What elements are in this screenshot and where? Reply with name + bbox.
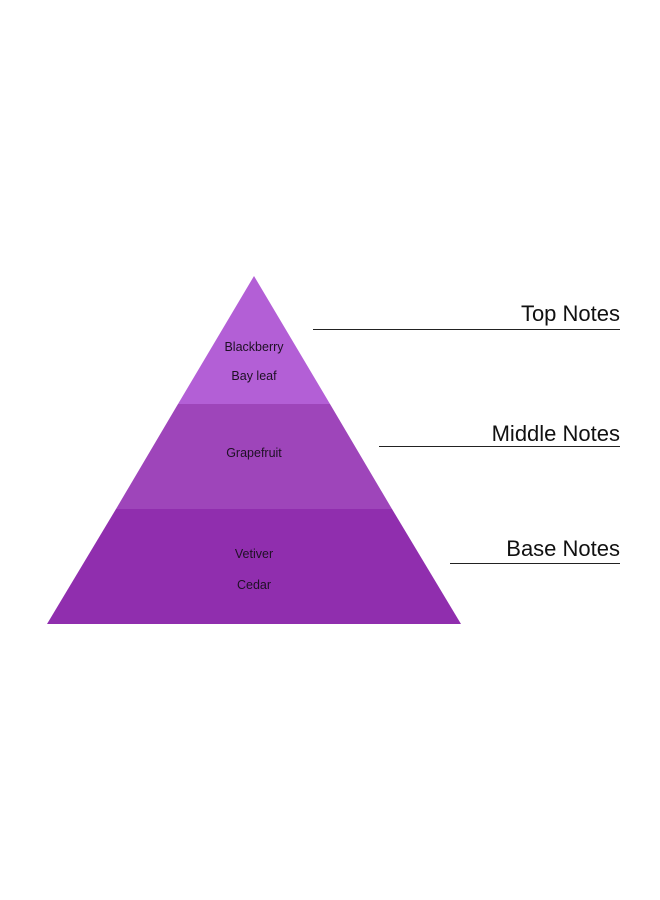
tier-top-band [178,276,330,404]
note-bay-leaf: Bay leaf [231,369,277,383]
label-middle-notes: Middle Notes [492,421,620,446]
note-vetiver: Vetiver [235,547,273,561]
label-top-notes-group: Top Notes [313,301,620,330]
note-cedar: Cedar [237,578,271,592]
label-middle-notes-group: Middle Notes [379,421,620,447]
tier-middle: Grapefruit [116,404,392,509]
tier-base-band [47,509,461,624]
tier-top: Blackberry Bay leaf [178,276,330,404]
label-base-notes-group: Base Notes [450,536,620,564]
note-grapefruit: Grapefruit [226,446,282,460]
label-top-notes: Top Notes [521,301,620,326]
tier-middle-band [116,404,392,509]
tier-base: Vetiver Cedar [47,509,461,624]
label-base-notes: Base Notes [506,536,620,561]
note-blackberry: Blackberry [224,340,284,354]
